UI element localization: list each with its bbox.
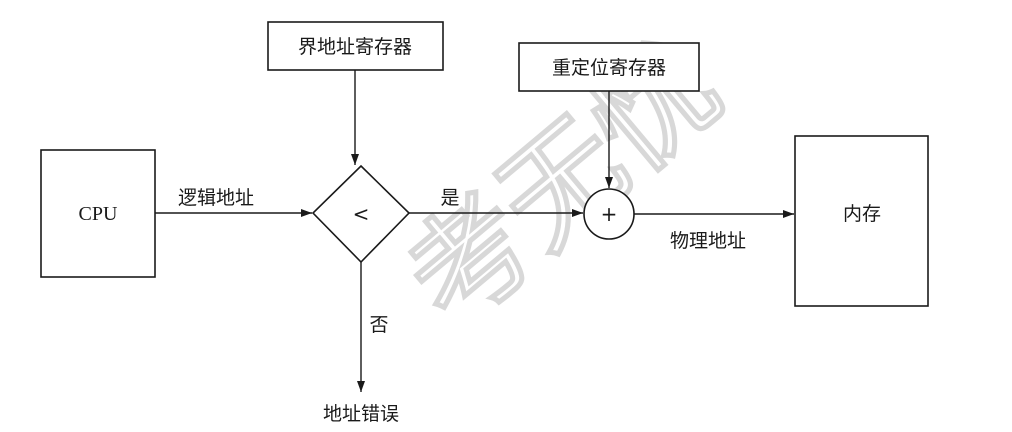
relocation-register-label: 重定位寄存器: [552, 57, 666, 79]
adder-symbol: +: [601, 202, 618, 226]
yes-label: 是: [440, 187, 459, 209]
physical-address-label: 物理地址: [670, 230, 746, 252]
bound-register-node: 界地址寄存器: [267, 21, 444, 71]
relocation-register-node: 重定位寄存器: [518, 42, 700, 92]
compare-symbol: <: [353, 202, 370, 226]
logical-address-label: 逻辑地址: [178, 187, 254, 209]
no-label: 否: [369, 314, 388, 336]
memory-label: 内存: [843, 203, 881, 225]
adder-node: +: [583, 188, 635, 240]
bound-register-label: 界地址寄存器: [298, 36, 412, 58]
address-error-label: 地址错误: [323, 403, 399, 425]
cpu-node: CPU: [40, 149, 156, 278]
memory-node: 内存: [794, 135, 929, 307]
cpu-label: CPU: [79, 203, 118, 225]
